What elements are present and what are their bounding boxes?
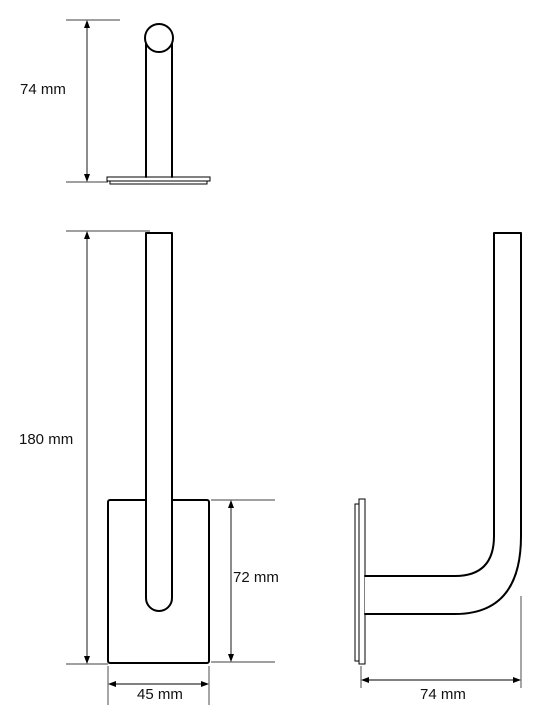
- arrowhead-up: [84, 231, 90, 239]
- top-view-rod-end-cap: [144, 23, 174, 53]
- front-view: [107, 232, 210, 664]
- arrowhead-right: [201, 681, 209, 687]
- arrowhead-down: [84, 174, 90, 182]
- arrowhead-down: [84, 656, 90, 664]
- dimension-plate-width: 45 mm: [107, 666, 210, 705]
- side-view: [354, 232, 522, 665]
- arrowhead-right: [513, 677, 521, 683]
- side-view-bent-rod: [364, 232, 522, 615]
- side-view-wall-plate-back: [358, 498, 366, 665]
- dimension-label-front-view-height: 180 mm: [19, 431, 73, 448]
- arrowhead-up: [84, 20, 90, 28]
- front-view-rod: [145, 232, 173, 612]
- dimension-label-plate-width: 45 mm: [137, 686, 183, 703]
- arrowhead-left: [108, 681, 116, 687]
- arrowhead-down: [228, 654, 234, 662]
- dimension-front-view-height: 180 mm: [19, 230, 150, 665]
- arrowhead-left: [361, 677, 369, 683]
- top-view-base-plate-edge: [109, 180, 208, 185]
- dimension-label-plate-height: 72 mm: [233, 569, 279, 586]
- dimension-side-view-depth: 74 mm: [360, 596, 522, 703]
- top-view: [106, 23, 211, 185]
- dimension-label-top-view-height: 74 mm: [20, 81, 66, 98]
- top-view-base-plate: [106, 176, 211, 182]
- arrowhead-up: [228, 500, 234, 508]
- side-view-wall-plate: [354, 503, 360, 662]
- dimension-label-side-view-depth: 74 mm: [420, 686, 466, 703]
- dimension-top-view-height: 74 mm: [20, 19, 120, 183]
- dimension-plate-height: 72 mm: [211, 499, 279, 663]
